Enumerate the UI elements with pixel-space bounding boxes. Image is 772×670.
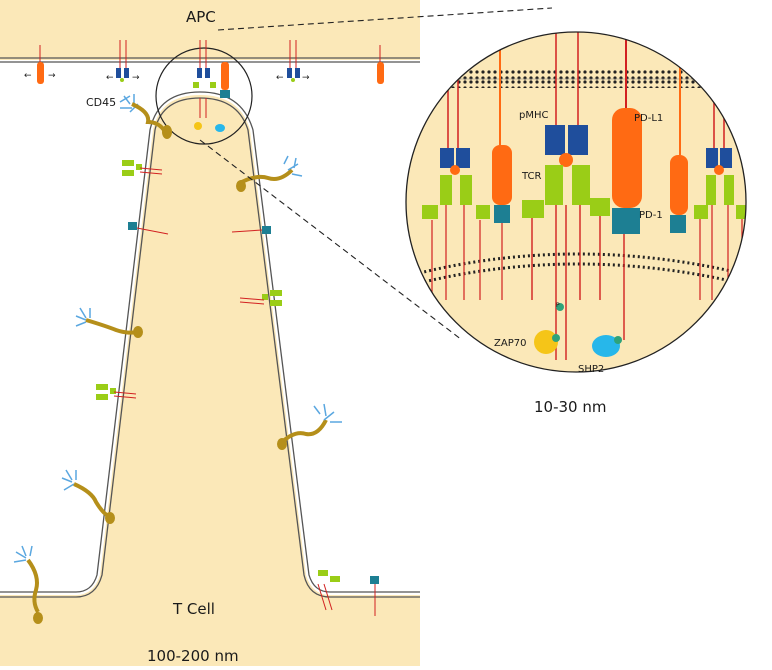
tcr-cluster-left-1 bbox=[122, 160, 163, 176]
pd1-left bbox=[128, 222, 169, 235]
apc-pmhc-left: ←→ bbox=[106, 40, 140, 83]
tcell-label: T Cell bbox=[173, 600, 215, 618]
cd45-molecule-right-mid bbox=[277, 403, 342, 450]
pd1-bottom bbox=[370, 576, 379, 616]
apc-cytoplasm bbox=[0, 0, 420, 60]
apc-pdl1-right bbox=[377, 45, 384, 84]
overview-zoom-circle bbox=[155, 47, 253, 145]
tcr-cluster-right-1 bbox=[239, 290, 282, 306]
cd45-label: CD45 bbox=[86, 96, 117, 109]
tcell-membrane-outer bbox=[0, 91, 420, 593]
shp2-label: SHP2 bbox=[578, 364, 605, 375]
zoom-connector-top bbox=[217, 7, 553, 31]
svg-text:→: → bbox=[302, 73, 310, 83]
zoom-circle-content bbox=[406, 32, 746, 372]
svg-text:→: → bbox=[48, 71, 56, 81]
tcr-cluster-left-2 bbox=[96, 384, 137, 400]
zoom-complex-right bbox=[694, 32, 746, 300]
zoom-pdl1-main bbox=[612, 32, 642, 340]
svg-text:←: ← bbox=[276, 73, 284, 83]
tcr-label: TCR bbox=[522, 171, 542, 182]
pd1-right bbox=[231, 226, 271, 234]
overview-synapse-molecules bbox=[193, 40, 230, 132]
zoom-tcell-membrane bbox=[406, 252, 746, 280]
zap70-label: ZAP70 bbox=[494, 338, 527, 349]
zoom-complex-center bbox=[522, 32, 610, 360]
svg-text:→: → bbox=[132, 73, 140, 83]
cd45-molecule-left-lower bbox=[61, 469, 115, 524]
pmhc-label: pMHC bbox=[519, 110, 549, 121]
zoom-connector-bottom bbox=[199, 139, 463, 341]
phospho-label: P bbox=[556, 302, 560, 309]
cd45-molecule-top bbox=[119, 94, 172, 139]
pdl1-label: PD-L1 bbox=[634, 113, 664, 124]
zoom-circle-outline bbox=[405, 31, 747, 373]
cd45-molecule-right-upper bbox=[236, 155, 303, 192]
tcell-cytoplasm bbox=[0, 95, 420, 666]
apc-label: APC bbox=[186, 8, 216, 26]
svg-text:←: ← bbox=[24, 71, 32, 81]
apc-pdl1-left: ←→ bbox=[24, 45, 56, 84]
overview-scale-label: 100-200 nm bbox=[147, 647, 239, 665]
cd45-molecule-bottom-left bbox=[13, 545, 43, 624]
cd45-molecule-left-mid bbox=[75, 307, 143, 338]
svg-text:←: ← bbox=[106, 73, 114, 83]
pd1-label: PD-1 bbox=[639, 210, 663, 221]
zoom-phospho-site bbox=[556, 303, 564, 311]
apc-pmhc-right: ←→ bbox=[276, 40, 310, 83]
zoom-scale-label: 10-30 nm bbox=[534, 398, 607, 416]
zoom-zap70 bbox=[534, 330, 560, 354]
zoom-pdl1-left bbox=[492, 32, 512, 300]
tcr-cluster-bottom-right bbox=[317, 570, 340, 611]
zoom-shp2 bbox=[592, 335, 622, 357]
